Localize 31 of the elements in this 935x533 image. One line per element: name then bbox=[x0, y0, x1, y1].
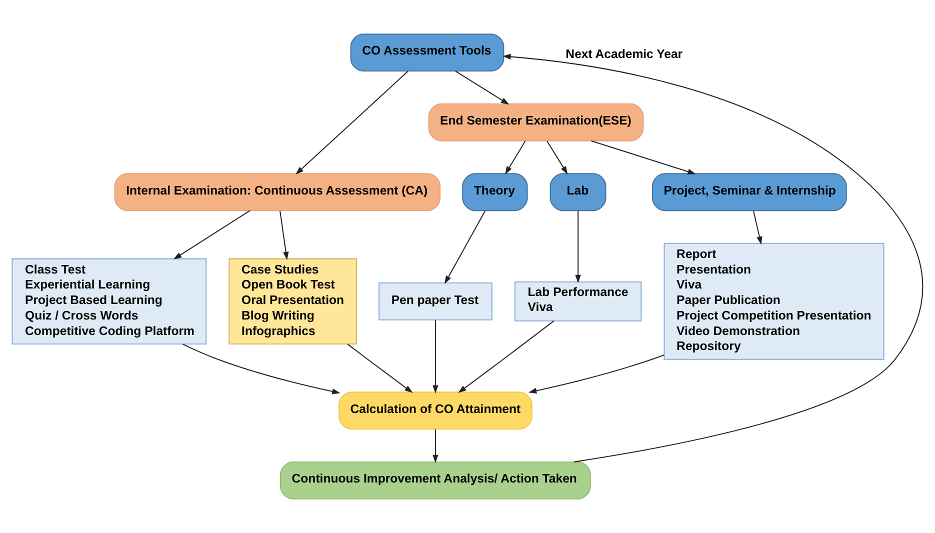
arrow bbox=[432, 320, 438, 394]
node-box: End Semester Examination(ESE) bbox=[428, 103, 644, 142]
arrow bbox=[182, 344, 340, 394]
node-box: Class Test Experiential Learning Project Based Learning Quiz / Cross Words Competitive Coding Platform bbox=[12, 258, 207, 344]
arrow bbox=[752, 210, 762, 245]
edge-label: Next Academic Year bbox=[566, 47, 683, 62]
node-box: Lab bbox=[550, 173, 606, 212]
arrow bbox=[505, 140, 526, 175]
arrow bbox=[455, 70, 510, 105]
arrow bbox=[458, 320, 554, 393]
arrow bbox=[502, 54, 923, 462]
node-box: Theory bbox=[462, 173, 528, 212]
node-box: Continuous Improvement Analysis/ Action Taken bbox=[280, 461, 591, 500]
arrow bbox=[296, 70, 408, 174]
arrow bbox=[279, 210, 289, 260]
node-box: Internal Examination: Continuous Assessment (CA) bbox=[114, 173, 441, 212]
arrow bbox=[173, 210, 250, 260]
node-box: Pen paper Test bbox=[378, 282, 492, 320]
node-box: Lab Performance Viva bbox=[514, 281, 642, 322]
arrow bbox=[432, 429, 438, 464]
arrow bbox=[444, 210, 486, 284]
arrow bbox=[546, 140, 568, 174]
arrow bbox=[591, 140, 696, 174]
arrow bbox=[528, 354, 664, 394]
node-box: Calculation of CO Attainment bbox=[338, 392, 532, 430]
node-box: Case Studies Open Book Test Oral Presentation Blog Writing Infographics bbox=[228, 258, 357, 344]
node-box: Report Presentation Viva Paper Publication Project Competition Presentation Video Demonstration Repository bbox=[664, 242, 884, 360]
node-box: Project, Seminar & Internship bbox=[652, 173, 847, 212]
arrow bbox=[575, 210, 581, 284]
node-box: CO Assessment Tools bbox=[350, 34, 504, 72]
arrow bbox=[347, 344, 413, 393]
